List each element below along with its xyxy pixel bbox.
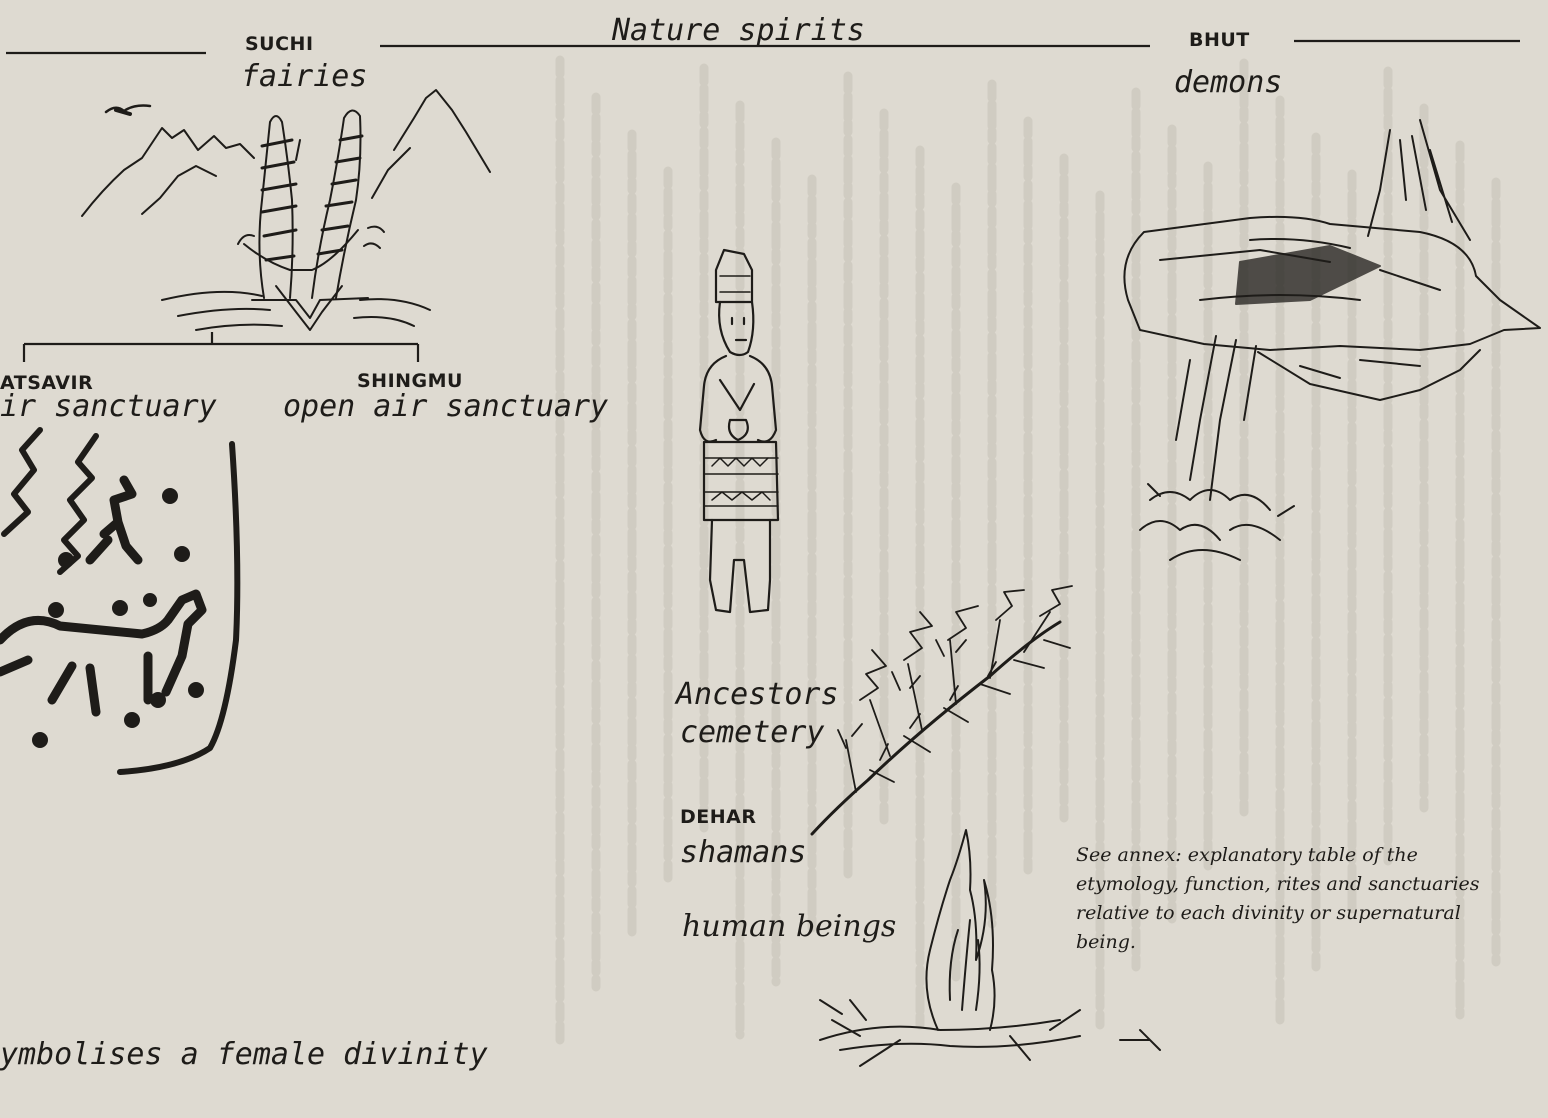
- petroglyph-drawing: [0, 430, 237, 772]
- mountain-goat-drawing: [82, 90, 490, 330]
- fire-drawing: [820, 830, 1160, 1066]
- rock-and-tree-drawing: [1124, 120, 1540, 560]
- bird-icon: [106, 106, 150, 114]
- juniper-branch-drawing: [812, 586, 1072, 834]
- carved-ancestor-statue: [700, 250, 778, 612]
